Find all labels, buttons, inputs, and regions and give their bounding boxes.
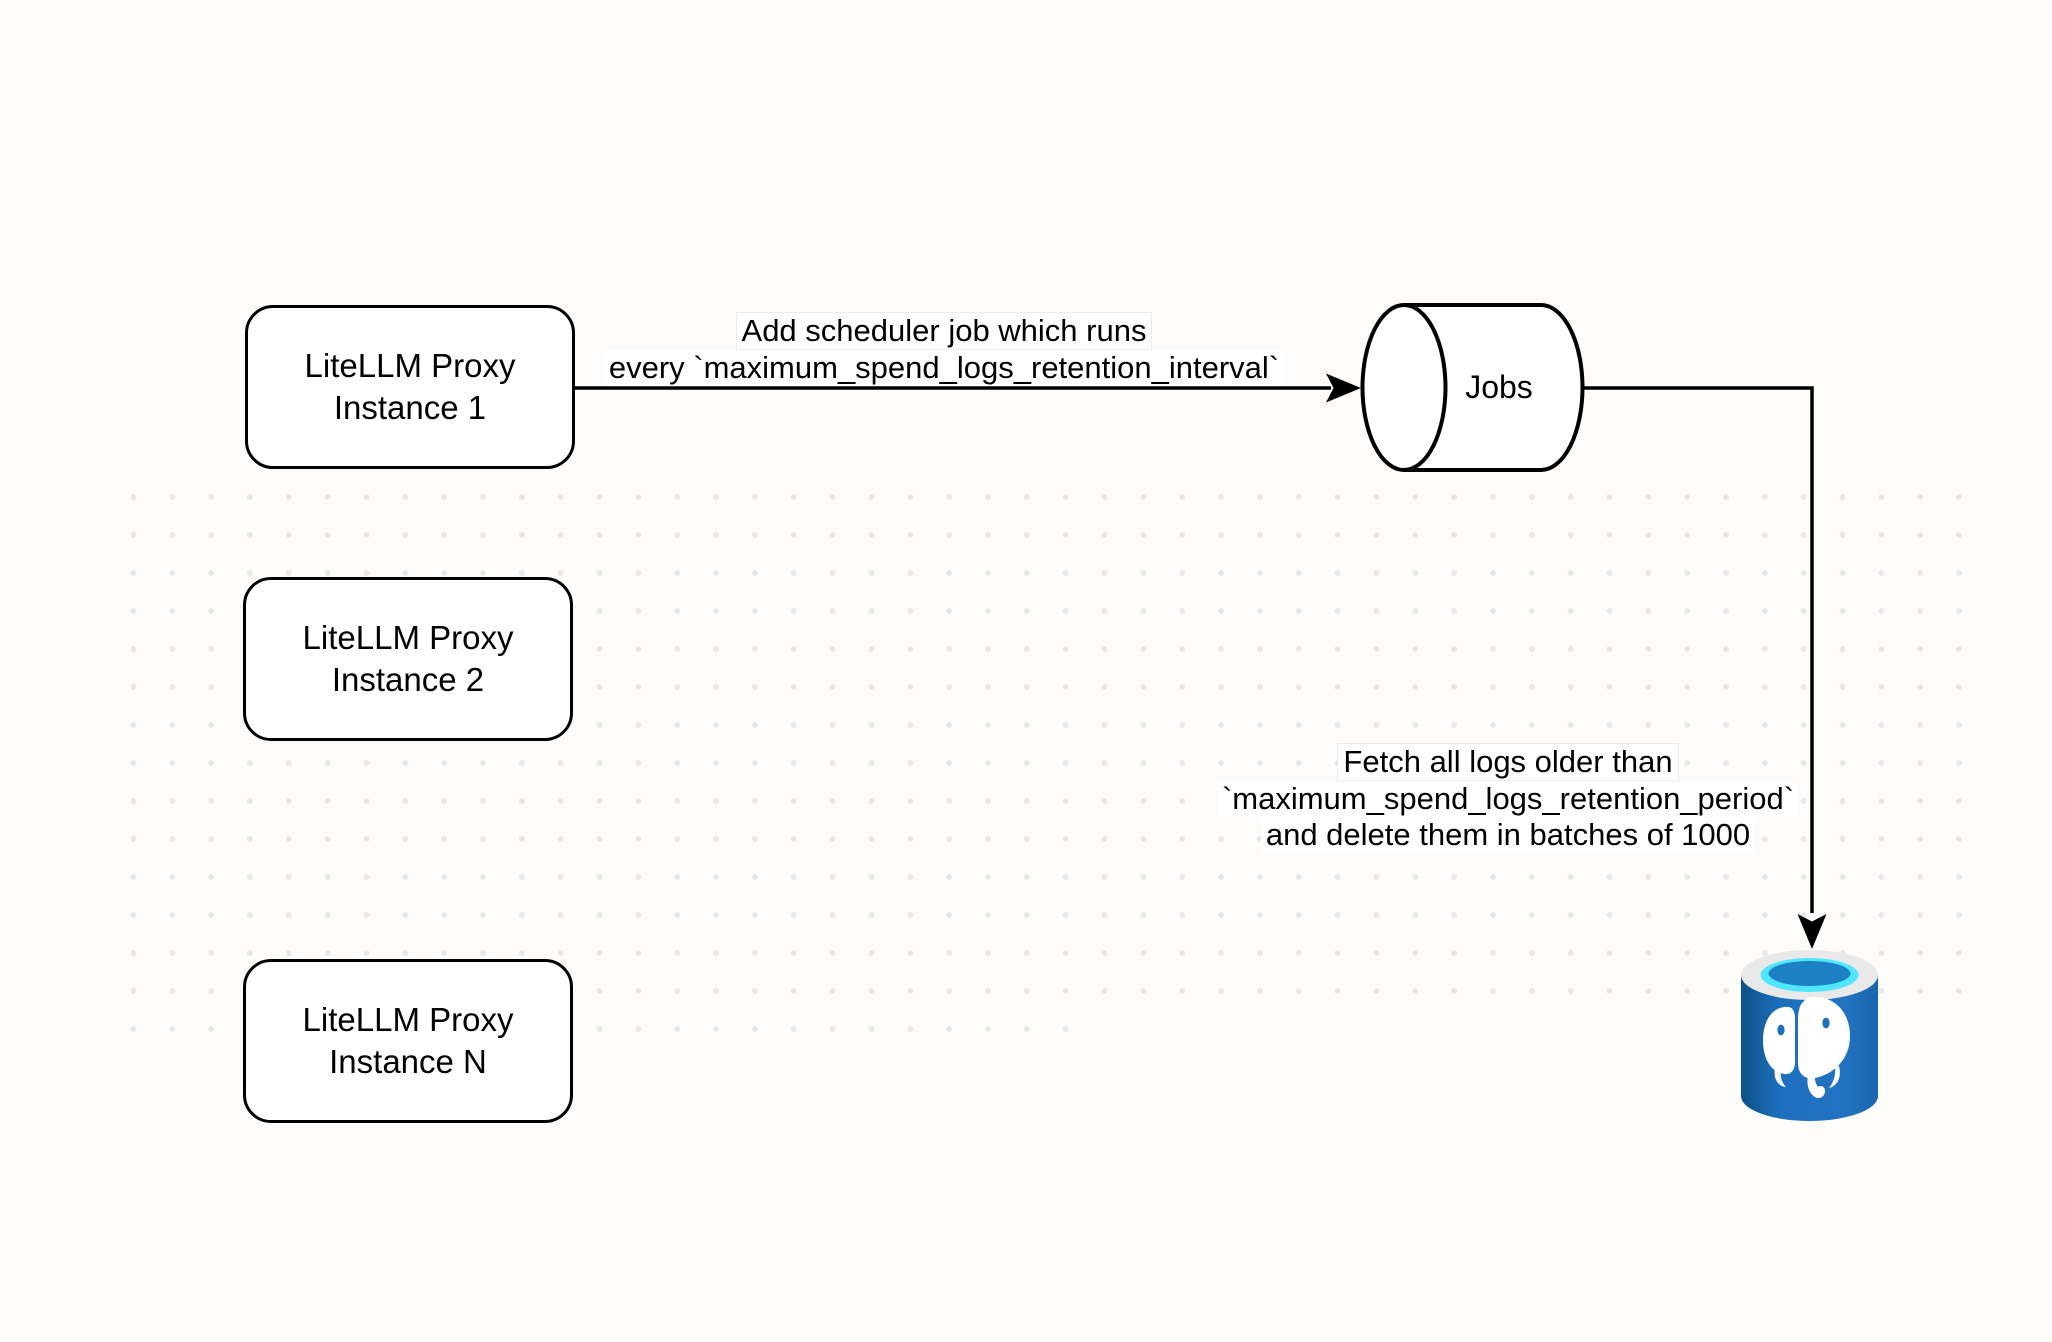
node-litellm-proxy-instance-n: LiteLLM Proxy Instance N (243, 959, 573, 1123)
edge-label-line: Fetch all logs older than (1337, 743, 1679, 781)
edge-label-line: `maximum_spend_logs_retention_period` (1216, 781, 1800, 817)
node-litellm-proxy-instance-1: LiteLLM Proxy Instance 1 (245, 305, 575, 469)
edge-label-line: every `maximum_spend_logs_retention_inte… (603, 350, 1285, 386)
node-label-line: Instance 2 (331, 661, 485, 698)
edge-label-scheduler: Add scheduler job which runs every `maxi… (594, 312, 1294, 386)
postgresql-elephant (1763, 996, 1850, 1099)
node-label-line: LiteLLM Proxy (302, 1001, 514, 1038)
jobs-cylinder-cap (1360, 303, 1448, 472)
elephant-eyes (1777, 1017, 1830, 1036)
jobs-cylinder (1360, 303, 1585, 472)
elephant-trunk (1807, 1068, 1825, 1099)
edge-jobs-to-postgres (1583, 386, 1814, 913)
elephant-left-tusk (1774, 1068, 1786, 1087)
elephant-right-tusk (1829, 1066, 1840, 1088)
node-label-line: LiteLLM Proxy (302, 619, 514, 656)
elephant-eye (1777, 1024, 1785, 1036)
node-label-line: Instance N (329, 1043, 487, 1080)
arrowhead-into-jobs-icon (1326, 373, 1361, 403)
jobs-node-label: Jobs (1465, 369, 1533, 405)
edge-label-line: and delete them in batches of 1000 (1260, 817, 1756, 853)
node-litellm-proxy-instance-2: LiteLLM Proxy Instance 2 (243, 577, 573, 741)
arrowhead-into-postgres-icon (1797, 914, 1827, 949)
node-label-line: LiteLLM Proxy (304, 347, 516, 384)
edge-label-line: Add scheduler job which runs (735, 312, 1153, 350)
jobs-cylinder-body (1404, 303, 1585, 472)
edge-label-cleanup: Fetch all logs older than `maximum_spend… (1178, 743, 1838, 853)
db-top-water-deep (1768, 961, 1851, 986)
node-label-line: Instance 1 (333, 389, 487, 426)
elephant-head (1798, 996, 1850, 1079)
elephant-eye (1822, 1017, 1830, 1029)
postgresql-database-icon (1741, 950, 1878, 1121)
elephant-left-lobe (1763, 1006, 1795, 1075)
